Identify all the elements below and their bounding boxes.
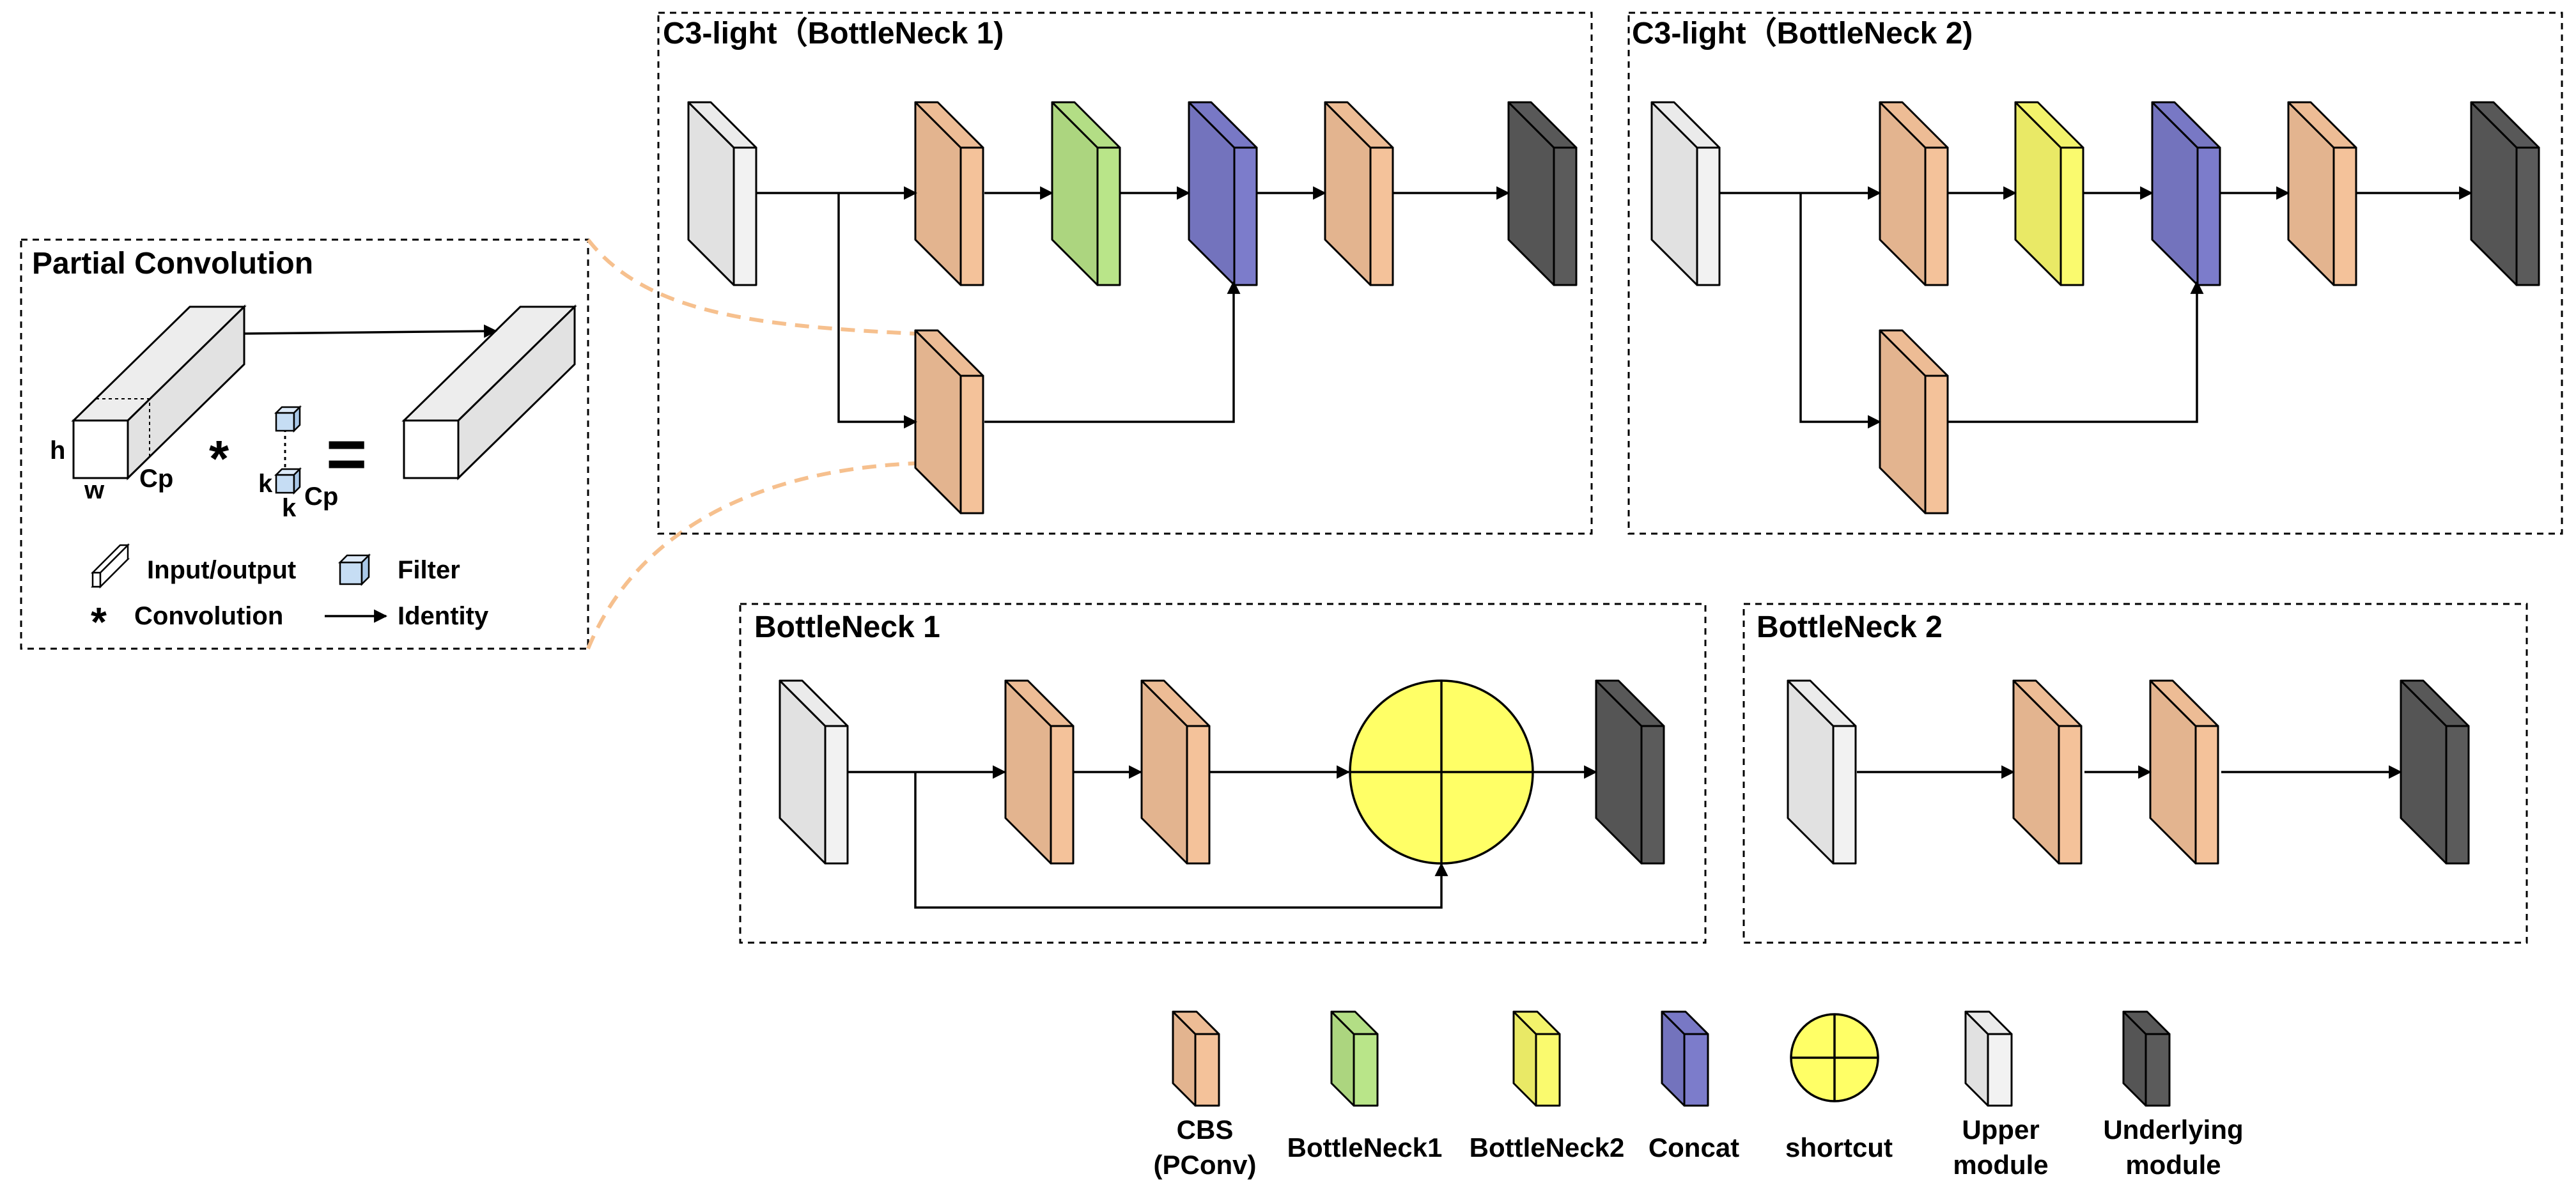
c3-light-bottleneck1-panel: C3-light（BottleNeck 1) xyxy=(657,12,1593,535)
c3-light-1-underlying-module xyxy=(1507,101,1578,286)
legend-cbs-label-line1: CBS xyxy=(1177,1115,1234,1145)
c3-light-1-edge-to-cbs-bottom xyxy=(837,193,918,429)
legend-underlying-module-icon xyxy=(2122,1010,2171,1107)
filter-legend-label: Filter xyxy=(398,556,460,584)
legend-underlying-label-line2: module xyxy=(2125,1150,2221,1180)
c3-light-1-concat xyxy=(1188,101,1258,286)
input-output-legend-label: Input/output xyxy=(147,556,296,584)
identity-legend-label: Identity xyxy=(398,602,489,630)
bottleneck-1-upper-module xyxy=(779,679,849,865)
legend-cbs-label-line2: (PConv) xyxy=(1154,1150,1257,1180)
c3-light-2-cbs-3 xyxy=(2287,101,2357,286)
bottom-legend: CBS (PConv) BottleNeck1 BottleNeck2 Conc… xyxy=(1154,1010,2244,1180)
filter-icon xyxy=(274,405,302,495)
filter-k-side-label: k xyxy=(258,470,273,498)
input-output-legend-icon xyxy=(90,543,130,589)
c3-light-2-bottleneck2 xyxy=(2014,101,2084,286)
zoom-connector-top xyxy=(586,238,916,336)
c3-light-1-cbs-1 xyxy=(914,101,984,286)
c3-light-2-upper-module xyxy=(1650,101,1721,286)
bottleneck-1-underlying-module xyxy=(1595,679,1665,865)
c3-light-1-cbs-3 xyxy=(1324,101,1394,286)
dim-cp-label: Cp xyxy=(139,465,173,493)
partial-convolution-title: Partial Convolution xyxy=(32,247,313,281)
bottleneck-1-title: BottleNeck 1 xyxy=(754,610,940,644)
convolution-legend-label: Convolution xyxy=(134,602,283,630)
c3-light-2-cbs-1 xyxy=(1879,101,1949,286)
c3-light-bottleneck2-panel: C3-light（BottleNeck 2) xyxy=(1627,12,2563,535)
c3-light-1-title: C3-light（BottleNeck 1) xyxy=(663,17,1004,50)
bottleneck-2-title: BottleNeck 2 xyxy=(1757,610,1943,644)
legend-bottleneck1-icon xyxy=(1330,1010,1379,1107)
bottleneck-1-cbs-1 xyxy=(1004,679,1075,865)
c3-light-2-cbs-2 xyxy=(1879,329,1949,514)
c3-light-1-edge-cbs-bottom-concat xyxy=(984,280,1241,423)
dim-h-label: h xyxy=(50,437,65,465)
partial-convolution-panel: Partial Convolution h w Cp * k k Cp = xyxy=(20,238,589,650)
output-tensor xyxy=(401,304,577,481)
bottleneck-2-cbs-2 xyxy=(2149,679,2219,865)
partial-convolution-frame xyxy=(20,238,589,650)
convolution-legend-symbol: * xyxy=(91,599,107,645)
bottleneck2-panel: BottleNeck 2 xyxy=(1742,603,2528,944)
convolution-symbol: * xyxy=(209,430,229,487)
c3-light-2-underlying-module xyxy=(2470,101,2540,286)
bottleneck-1-edge-residual xyxy=(914,772,1448,909)
bottleneck-1-frame xyxy=(739,603,1707,944)
legend-upper-module-icon xyxy=(1964,1010,2013,1107)
c3-light-1-upper-module xyxy=(687,101,757,286)
c3-light-2-edge-to-cbs-bottom xyxy=(1799,193,1882,429)
identity-arrow xyxy=(244,324,498,338)
c3-light-1-cbs-2 xyxy=(914,329,984,514)
bottleneck-2-underlying-module xyxy=(2400,679,2470,865)
c3-light-2-frame xyxy=(1627,12,2563,535)
legend-shortcut-label: shortcut xyxy=(1785,1132,1893,1163)
equals-symbol: = xyxy=(326,415,367,493)
c3-light-1-frame xyxy=(657,12,1593,535)
legend-concat-icon xyxy=(1661,1010,1709,1107)
zoom-connector-bottom xyxy=(586,461,916,650)
bottleneck-2-cbs-1 xyxy=(2012,679,2083,865)
bottleneck-2-upper-module xyxy=(1787,679,1857,865)
filter-k-bottom-label: k xyxy=(282,494,297,522)
bottleneck1-panel: BottleNeck 1 xyxy=(739,603,1707,944)
filter-legend-icon xyxy=(338,553,371,587)
input-tensor xyxy=(71,304,247,481)
filter-cp-label: Cp xyxy=(304,483,338,511)
legend-bottleneck2-icon xyxy=(1512,1010,1561,1107)
legend-bottleneck1-label: BottleNeck1 xyxy=(1287,1132,1443,1163)
legend-cbs-icon xyxy=(1172,1010,1220,1107)
legend-upper-label-line1: Upper xyxy=(1962,1115,2039,1145)
c3-light-1-bottleneck1 xyxy=(1051,101,1121,286)
legend-underlying-label-line1: Underlying xyxy=(2103,1115,2243,1145)
bottleneck-1-cbs-2 xyxy=(1140,679,1211,865)
c3-light-2-title: C3-light（BottleNeck 2) xyxy=(1632,17,1973,50)
legend-bottleneck2-label: BottleNeck2 xyxy=(1470,1132,1625,1163)
legend-upper-label-line2: module xyxy=(1953,1150,2048,1180)
c3-light-2-edge-cbs-bottom-concat xyxy=(1948,280,2204,423)
bottleneck-2-frame xyxy=(1742,603,2528,944)
dim-w-label: w xyxy=(84,476,105,504)
legend-concat-label: Concat xyxy=(1649,1132,1739,1163)
c3-light-2-concat xyxy=(2151,101,2221,286)
